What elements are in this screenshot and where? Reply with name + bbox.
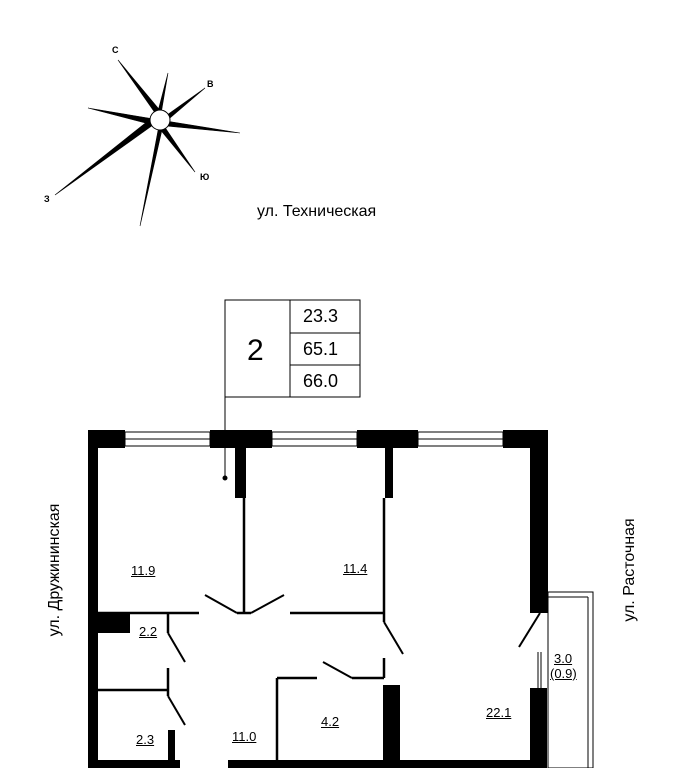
windows — [124, 431, 504, 447]
room-area-bathroom-upper: 2.2 — [139, 624, 158, 639]
room-area-bathroom-lower: 2.3 — [136, 732, 155, 747]
apartment-info-box — [222, 299, 361, 481]
compass-west-label: З — [44, 194, 50, 204]
door-swings — [167, 594, 541, 726]
walls — [88, 430, 548, 768]
street-right-label: ул. Расточная — [621, 518, 638, 622]
compass-south-label: Ю — [200, 172, 210, 182]
room-area-hall: 11.0 — [232, 729, 257, 744]
total-area: 65.1 — [303, 339, 339, 359]
balcony — [537, 591, 594, 768]
partitions — [98, 498, 386, 768]
rooms-count: 2 — [247, 334, 264, 367]
compass-north-label: С — [112, 45, 119, 55]
room-area-balcony: 3.0 — [554, 651, 573, 666]
street-left-label: ул. Дружининская — [46, 503, 63, 637]
room-area-living: 22.1 — [486, 705, 512, 720]
living-area: 23.3 — [303, 306, 339, 326]
room-area-bedroom-left: 11.9 — [131, 563, 156, 578]
compass-east-label: В — [207, 79, 214, 89]
compass-rose-icon — [54, 59, 241, 227]
room-area-closet: 4.2 — [321, 714, 340, 729]
street-top-label: ул. Техническая — [257, 203, 377, 220]
room-area-bedroom-middle: 11.4 — [343, 561, 368, 576]
room-area-balcony-reduced: (0.9) — [550, 666, 577, 681]
total-area-with-balcony: 66.0 — [303, 371, 339, 391]
